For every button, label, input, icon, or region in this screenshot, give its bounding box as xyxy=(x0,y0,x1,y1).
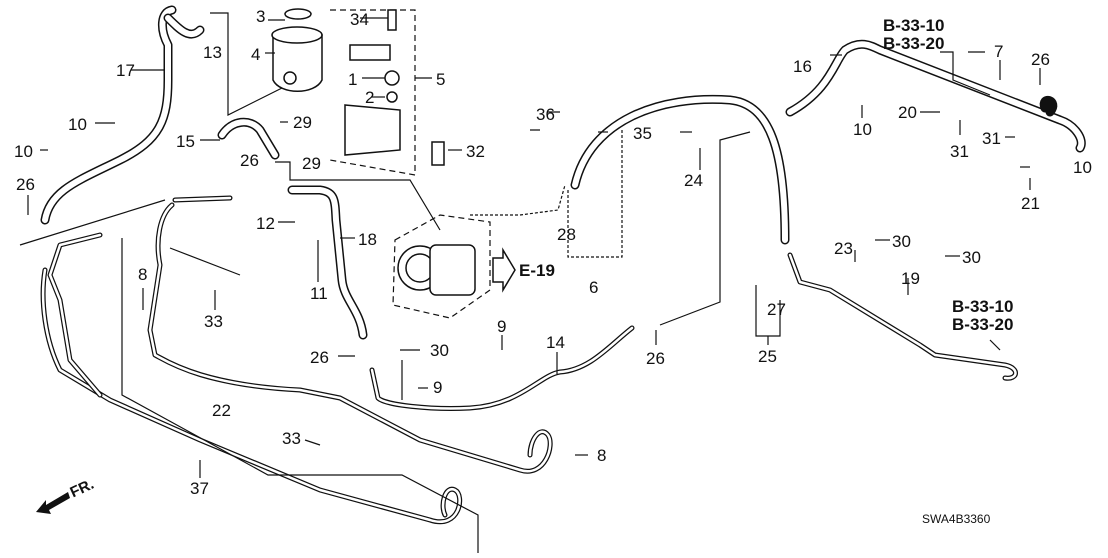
pressure-hose-6 xyxy=(470,94,790,258)
pipe-14 xyxy=(369,325,635,411)
callout-29: 29 xyxy=(293,113,312,132)
callout-18: 18 xyxy=(358,230,377,249)
callout-19: 19 xyxy=(901,269,920,288)
callout-16: 16 xyxy=(793,57,812,76)
front-arrow-icon xyxy=(36,492,70,514)
pipe-22 xyxy=(147,195,553,474)
callout-15: 15 xyxy=(176,132,195,151)
callout-30: 30 xyxy=(892,232,911,251)
callout-1: 1 xyxy=(348,70,358,89)
callout-26: 26 xyxy=(646,349,665,368)
reference-b-33-10[interactable]: B-33-10 xyxy=(952,297,1014,316)
callout-3: 3 xyxy=(256,7,266,26)
callout-31: 31 xyxy=(950,142,969,161)
callout-10: 10 xyxy=(853,120,872,139)
callout-30: 30 xyxy=(430,341,449,360)
reservoir-4 xyxy=(271,8,323,92)
callout-22: 22 xyxy=(212,401,231,420)
callout-8: 8 xyxy=(597,446,607,465)
callout-4: 4 xyxy=(251,45,261,64)
reference-block-lower-right[interactable]: B-33-10 B-33-20 xyxy=(952,298,1013,334)
pipe-lower-right xyxy=(787,252,1018,381)
callout-10: 10 xyxy=(68,115,87,134)
callout-12: 12 xyxy=(256,214,275,233)
callout-10: 10 xyxy=(14,142,33,161)
hose-16 xyxy=(785,39,1086,153)
callout-21: 21 xyxy=(1021,194,1040,213)
hose-18 xyxy=(287,185,368,340)
callout-11: 11 xyxy=(310,284,328,303)
callout-20: 20 xyxy=(898,103,917,122)
callout-9: 9 xyxy=(497,317,507,336)
callout-31: 31 xyxy=(982,129,1001,148)
callout-10: 10 xyxy=(1073,158,1092,177)
callout-27: 27 xyxy=(767,300,786,319)
callout-14: 14 xyxy=(546,333,565,352)
callout-35: 35 xyxy=(633,124,652,143)
hose-17 xyxy=(40,5,205,225)
callout-33: 33 xyxy=(204,312,223,331)
callout-17: 17 xyxy=(116,61,135,80)
callout-34: 34 xyxy=(350,10,369,29)
leader-lines xyxy=(27,12,1041,478)
callout-26: 26 xyxy=(1031,50,1050,69)
diagram-code: SWA4B3360 xyxy=(922,512,991,526)
callout-7: 7 xyxy=(994,42,1004,61)
callout-26: 26 xyxy=(240,151,259,170)
callout-5: 5 xyxy=(436,70,446,89)
reference-block-top-right[interactable]: B-33-10 B-33-20 xyxy=(883,17,944,53)
callout-2: 2 xyxy=(365,88,375,107)
callout-24: 24 xyxy=(684,171,703,190)
reference-b-33-20[interactable]: B-33-20 xyxy=(883,33,945,53)
callout-23: 23 xyxy=(834,239,853,258)
callout-36: 36 xyxy=(536,105,555,124)
callout-8: 8 xyxy=(138,265,148,284)
callout-6: 6 xyxy=(589,278,599,297)
callout-26: 26 xyxy=(16,175,35,194)
cooler-37 xyxy=(19,199,479,553)
callout-25: 25 xyxy=(758,347,777,366)
callout-30: 30 xyxy=(962,248,981,267)
bracket-assembly-5 xyxy=(329,9,445,176)
callout-9: 9 xyxy=(433,378,443,397)
callout-29: 29 xyxy=(302,154,321,173)
reference-e-19[interactable]: E-19 xyxy=(519,261,555,280)
callout-33: 33 xyxy=(282,429,301,448)
reference-b-33-20[interactable]: B-33-20 xyxy=(952,314,1014,334)
power-steering-pump xyxy=(392,214,516,319)
hose-15 xyxy=(217,117,280,160)
callout-28: 28 xyxy=(557,225,576,244)
reference-b-33-10[interactable]: B-33-10 xyxy=(883,16,945,35)
callout-37: 37 xyxy=(190,479,209,498)
callout-32: 32 xyxy=(466,142,485,161)
callout-13: 13 xyxy=(203,43,222,62)
callout-26: 26 xyxy=(310,348,329,367)
